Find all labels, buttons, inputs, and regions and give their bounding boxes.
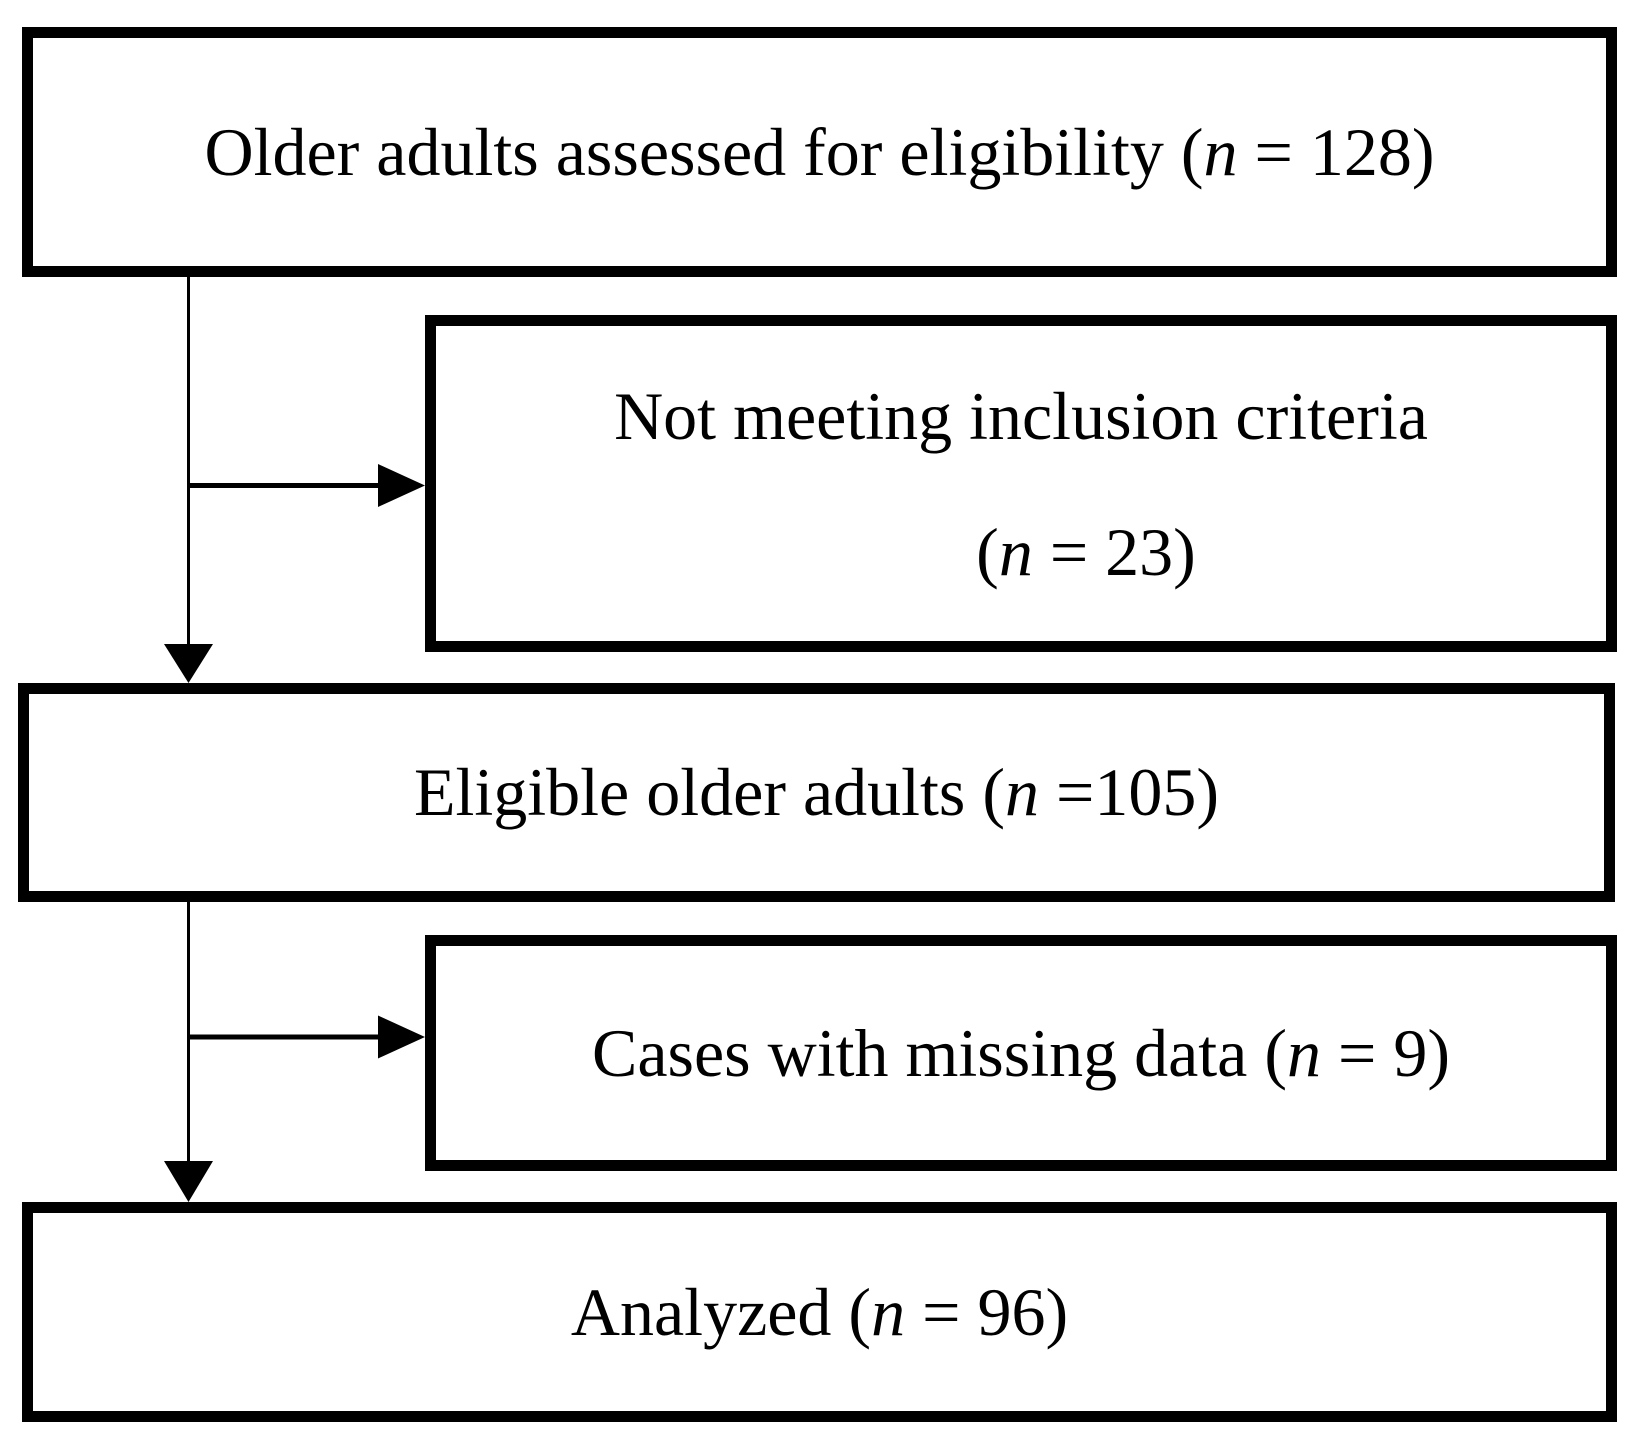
- node-excluded-label-line2: (n = 23): [976, 484, 1196, 620]
- label-text: Cases with missing data (: [591, 1014, 1288, 1091]
- node-cases-missing-data: Cases with missing data (n = 9): [425, 935, 1617, 1171]
- label-text: = 96): [905, 1273, 1069, 1350]
- node-assessed-label: Older adults assessed for eligibility (n…: [204, 110, 1434, 195]
- node-eligible-older-adults: Eligible older adults (n =105): [18, 683, 1615, 902]
- arrowhead-down-icon: [164, 1161, 213, 1202]
- n-variable: n: [998, 513, 1033, 590]
- node-eligible-label: Eligible older adults (n =105): [414, 750, 1219, 835]
- label-text: = 23): [1032, 513, 1196, 590]
- n-variable: n: [1203, 113, 1238, 190]
- node-analyzed-label: Analyzed (n = 96): [571, 1270, 1068, 1355]
- label-text: =105): [1039, 754, 1220, 830]
- n-variable: n: [871, 1273, 906, 1350]
- arrowhead-down-icon: [164, 644, 213, 683]
- arrowhead-right-icon: [378, 1015, 425, 1059]
- node-not-meeting-criteria: Not meeting inclusion criteria (n = 23): [425, 315, 1617, 652]
- node-excluded-label-line1: Not meeting inclusion criteria: [614, 348, 1428, 484]
- arrowhead-right-icon: [378, 464, 425, 507]
- n-variable: n: [1287, 1014, 1322, 1091]
- label-text: Not meeting inclusion criteria: [614, 377, 1428, 454]
- node-assessed-eligibility: Older adults assessed for eligibility (n…: [22, 27, 1617, 277]
- label-text: Older adults assessed for eligibility (: [204, 113, 1204, 190]
- label-text: = 128): [1237, 113, 1435, 190]
- n-variable: n: [1005, 754, 1040, 830]
- label-text: = 9): [1321, 1014, 1451, 1091]
- node-analyzed: Analyzed (n = 96): [22, 1202, 1617, 1422]
- node-missing-label: Cases with missing data (n = 9): [592, 1011, 1450, 1096]
- label-text: Analyzed (: [570, 1273, 872, 1350]
- label-text: Eligible older adults (: [413, 754, 1006, 830]
- label-text: (: [976, 513, 999, 590]
